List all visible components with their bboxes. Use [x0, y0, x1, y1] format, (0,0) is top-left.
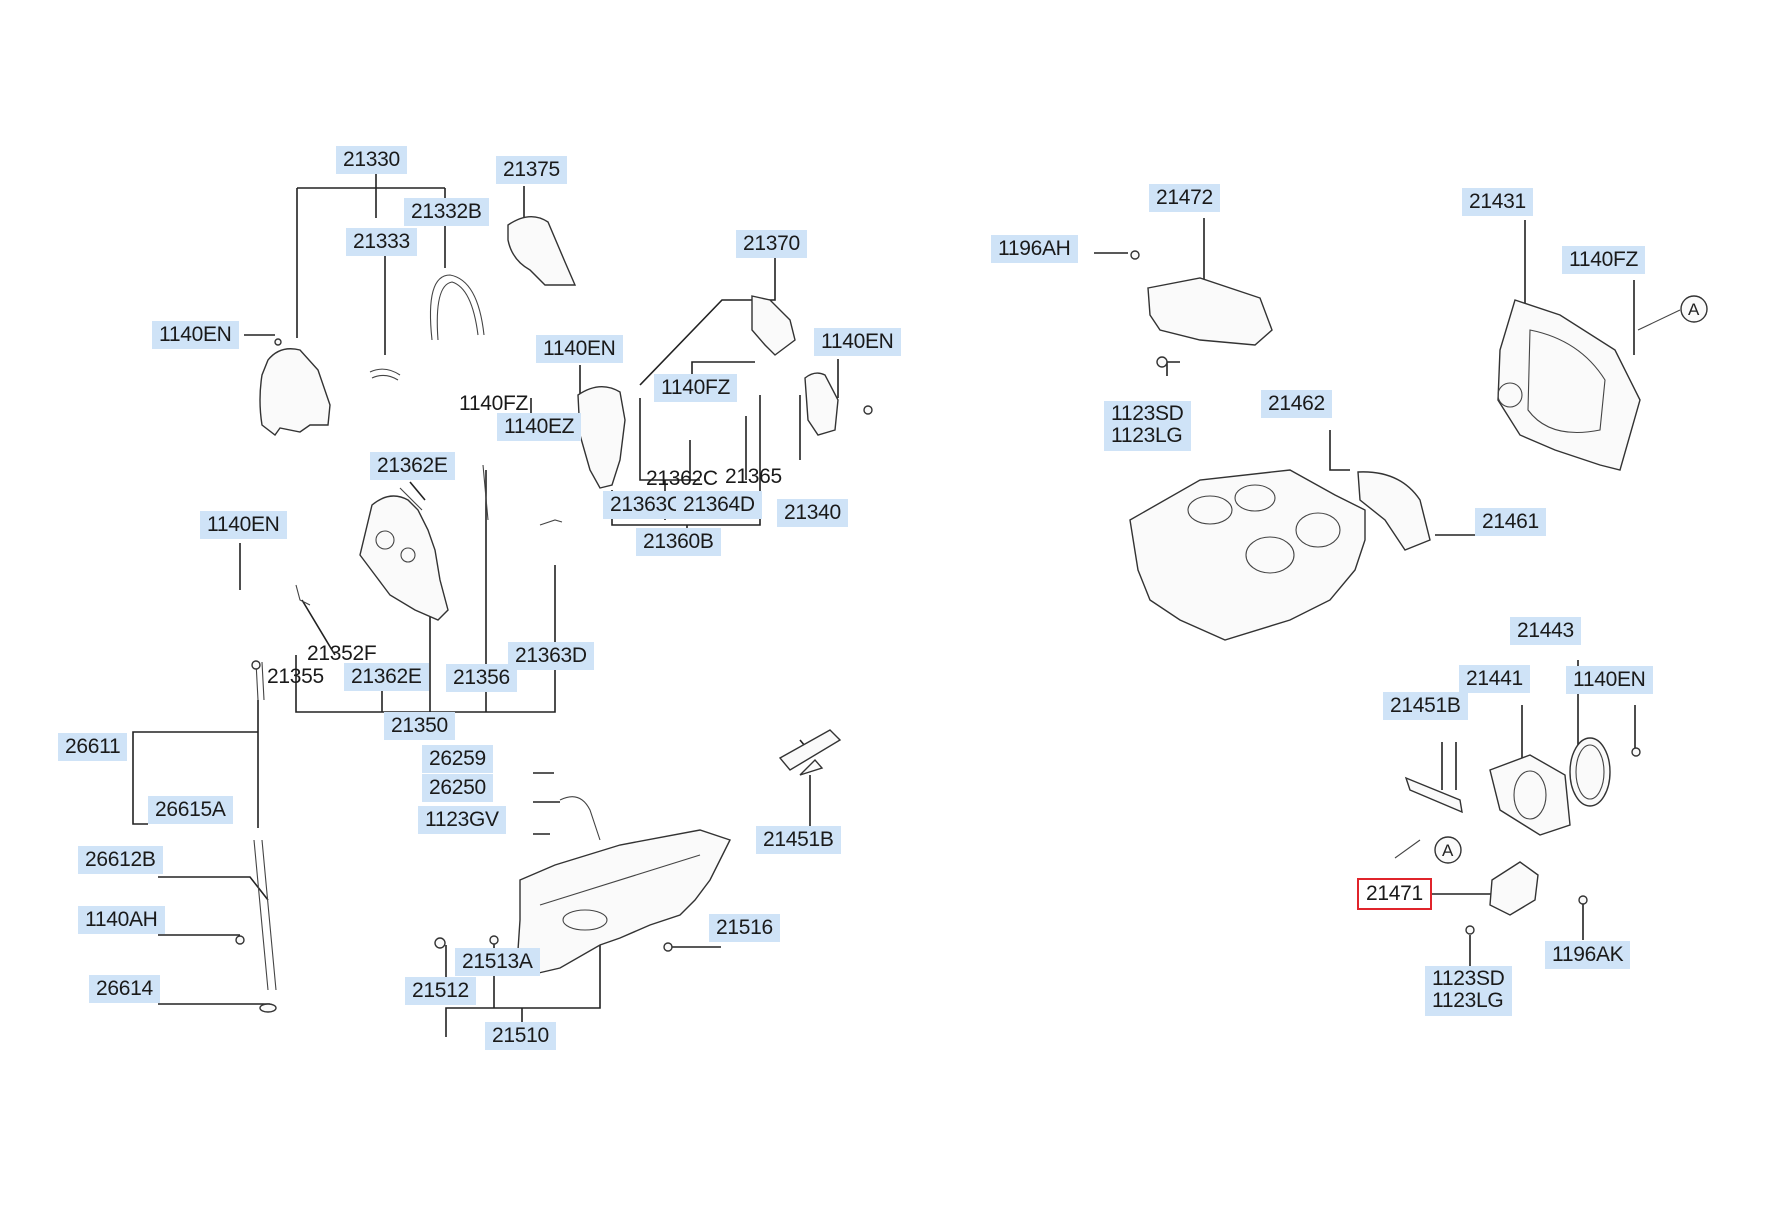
part-label-21441[interactable]: 21441: [1459, 665, 1530, 693]
part-label-21451B-a[interactable]: 21451B: [756, 826, 841, 854]
part-label-21330[interactable]: 21330: [336, 146, 407, 174]
callout-a-upper: [1680, 295, 1708, 323]
part-label-21355[interactable]: 21355: [267, 665, 324, 688]
part-label-1140EN-c[interactable]: 1140EN: [814, 328, 901, 356]
part-label-1123GV[interactable]: 1123GV: [418, 806, 506, 834]
part-label-1123SD-1123LG-a[interactable]: 1123SD 1123LG: [1104, 401, 1191, 451]
part-label-1140EZ[interactable]: 1140EZ: [497, 413, 582, 441]
part-label-21472[interactable]: 21472: [1149, 184, 1220, 212]
part-label-1140EN-a[interactable]: 1140EN: [152, 321, 239, 349]
part-label-1196AH[interactable]: 1196AH: [991, 235, 1078, 263]
part-label-21370[interactable]: 21370: [736, 230, 807, 258]
part-label-21431[interactable]: 21431: [1462, 188, 1533, 216]
oil-seal-case-drawing: [1489, 861, 1539, 916]
callout-a-upper-text: A: [1688, 300, 1700, 319]
part-label-21363D[interactable]: 21363D: [508, 642, 594, 670]
part-label-1140EN-b[interactable]: 1140EN: [536, 335, 623, 363]
part-label-21350[interactable]: 21350: [384, 712, 455, 740]
part-label-21363C[interactable]: 21363C: [603, 491, 689, 519]
oil-pan-baffle-drawing: [1147, 277, 1273, 346]
engine-block-drawing: [1129, 469, 1366, 641]
callout-a-lower-text: A: [1442, 841, 1454, 860]
part-label-21362C[interactable]: 21362C: [646, 467, 718, 490]
part-label-1123SD-b[interactable]: 1123SD: [1432, 967, 1505, 990]
part-label-26612B[interactable]: 26612B: [78, 846, 163, 874]
part-label-21513A[interactable]: 21513A: [455, 948, 540, 976]
part-label-21443[interactable]: 21443: [1510, 617, 1581, 645]
leader-lines: [132, 156, 1636, 1048]
part-label-21375[interactable]: 21375: [496, 156, 567, 184]
part-label-1140EN-d[interactable]: 1140EN: [200, 511, 287, 539]
part-label-21471-selected[interactable]: 21471: [1357, 878, 1432, 910]
part-drawings: A A: [235, 216, 1708, 1013]
part-label-21451B-b[interactable]: 21451B: [1383, 692, 1468, 720]
part-label-21360B[interactable]: 21360B: [636, 528, 721, 556]
timing-cover-upper-drawing: [259, 348, 331, 436]
part-label-21462[interactable]: 21462: [1261, 390, 1332, 418]
part-label-26614[interactable]: 26614: [89, 975, 160, 1003]
part-label-21352F[interactable]: 21352F: [307, 642, 377, 665]
part-label-21516[interactable]: 21516: [709, 914, 780, 942]
callout-a-lower: [1434, 836, 1462, 864]
part-label-26250[interactable]: 26250: [422, 774, 493, 802]
part-label-1140EN-e[interactable]: 1140EN: [1566, 666, 1653, 694]
part-label-1123LG-b[interactable]: 1123LG: [1432, 989, 1504, 1012]
part-label-1123LG-a[interactable]: 1123LG: [1111, 424, 1183, 447]
part-label-1123SD-a[interactable]: 1123SD: [1111, 402, 1184, 425]
timing-back-cover-drawing: [359, 495, 449, 621]
part-label-21510[interactable]: 21510: [485, 1022, 556, 1050]
part-label-21362E-b[interactable]: 21362E: [344, 663, 429, 691]
part-label-21461[interactable]: 21461: [1475, 508, 1546, 536]
part-label-21365[interactable]: 21365: [725, 465, 782, 488]
part-label-21362E-a[interactable]: 21362E: [370, 452, 455, 480]
part-label-1140AH[interactable]: 1140AH: [78, 906, 165, 934]
part-label-1140FZ-b[interactable]: 1140FZ: [654, 374, 738, 402]
part-label-21333[interactable]: 21333: [346, 228, 417, 256]
part-label-26259[interactable]: 26259: [422, 745, 493, 773]
part-label-1196AK[interactable]: 1196AK: [1545, 941, 1631, 969]
rear-plate-drawing: [1497, 299, 1641, 471]
part-label-26615A[interactable]: 26615A: [148, 796, 233, 824]
part-label-21332B[interactable]: 21332B: [404, 198, 489, 226]
part-label-26611[interactable]: 26611: [58, 733, 128, 761]
part-label-21356[interactable]: 21356: [446, 664, 517, 692]
part-label-21364D[interactable]: 21364D: [676, 491, 762, 519]
part-label-1140FZ-a[interactable]: 1140FZ: [459, 392, 529, 415]
part-label-21340[interactable]: 21340: [777, 499, 848, 527]
part-label-21512[interactable]: 21512: [405, 977, 476, 1005]
part-label-1140FZ-c[interactable]: 1140FZ: [1562, 246, 1646, 274]
part-label-1123SD-1123LG-b[interactable]: 1123SD 1123LG: [1425, 966, 1512, 1016]
